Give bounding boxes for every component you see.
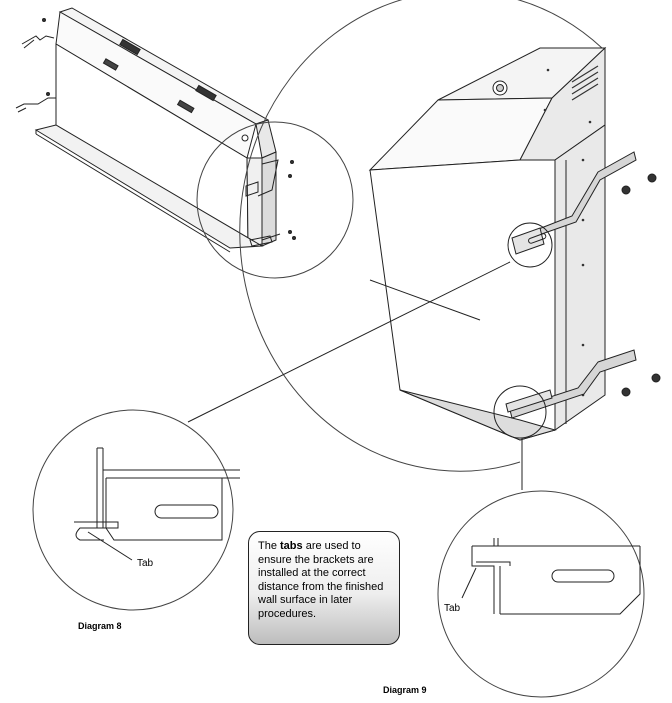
diagram-9-unit	[239, 0, 661, 472]
tab-label-right: Tab	[444, 603, 461, 614]
diagram-9-detail	[437, 490, 645, 698]
tab-label-left: Tab	[137, 558, 154, 569]
note-text-post: are used to ensure the brackets are inst…	[258, 540, 384, 620]
diagram-9-caption: Diagram 9	[383, 685, 427, 695]
note-text-bold: tabs	[280, 540, 303, 552]
diagram-8-caption: Diagram 8	[78, 621, 122, 631]
note-text-pre: The	[258, 540, 281, 552]
tabs-note-callout: The tabs are used to ensure the brackets…	[248, 531, 400, 645]
diagram-8-detail	[32, 409, 240, 611]
diagram-8-unit	[15, 7, 354, 279]
